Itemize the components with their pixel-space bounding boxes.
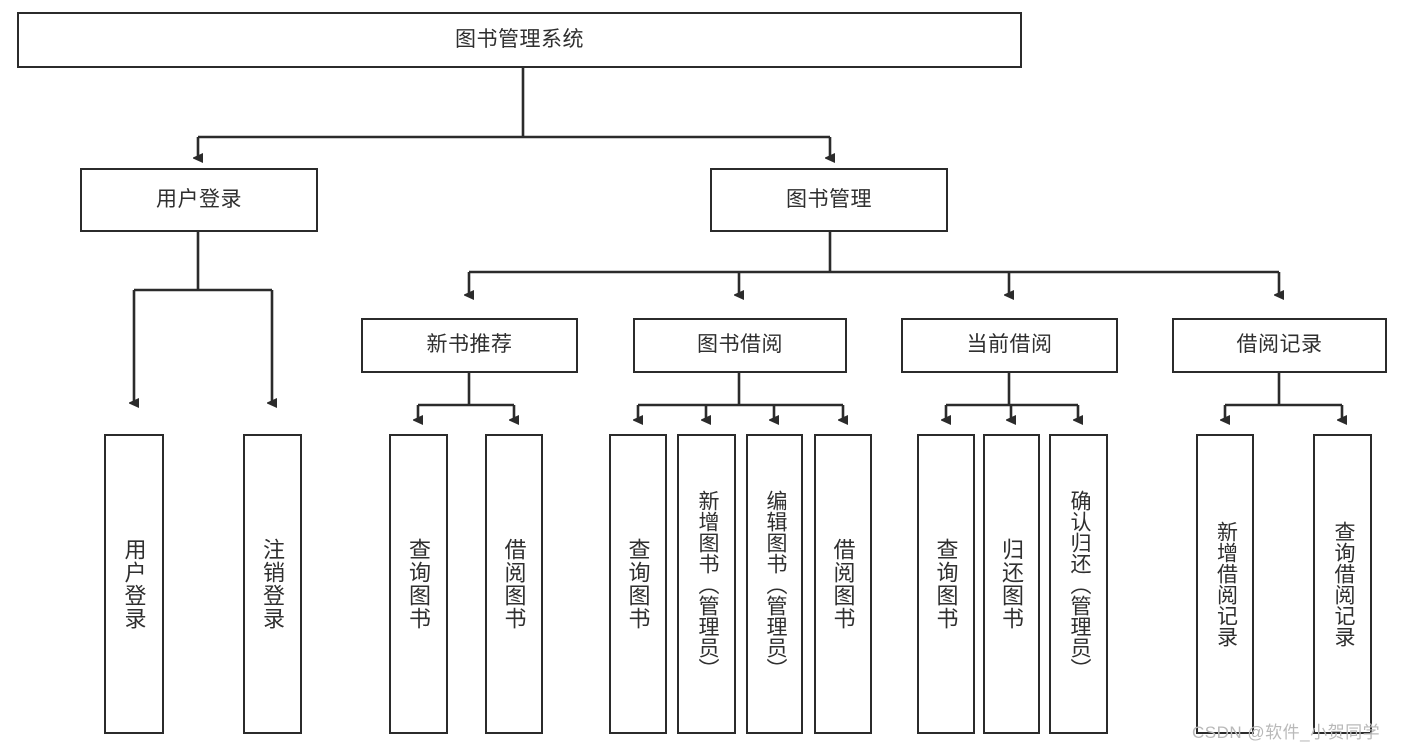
node-label: 用户登录 <box>156 187 242 211</box>
csdn-watermark: CSDN @软件_小贺同学 <box>1192 723 1381 742</box>
node-label: 借阅记录 <box>1236 333 1323 357</box>
leaf-user-login-logout[interactable]: 注销登录 <box>243 434 302 734</box>
node-book-management[interactable]: 图书管理 <box>710 168 948 232</box>
node-label: 新增借阅记录 <box>1214 521 1238 647</box>
node-user-login[interactable]: 用户登录 <box>80 168 318 232</box>
leaf-book-borrow-add-admin[interactable]: 新增图书（管理员） <box>677 434 736 734</box>
node-label: 图书管理系统 <box>455 27 584 51</box>
node-label: 图书管理 <box>786 187 872 211</box>
node-label: 图书借阅 <box>697 333 783 357</box>
leaf-current-borrow-query[interactable]: 查询图书 <box>917 434 975 734</box>
leaf-book-borrow-borrow[interactable]: 借阅图书 <box>814 434 872 734</box>
node-label: 借阅图书 <box>830 538 856 630</box>
node-label: 查询借阅记录 <box>1331 521 1355 647</box>
node-label: 查询图书 <box>625 538 651 630</box>
node-label: 新书推荐 <box>426 333 513 357</box>
node-borrow-record[interactable]: 借阅记录 <box>1172 318 1387 373</box>
node-label: 编辑图书（管理员） <box>763 489 787 679</box>
leaf-new-book-borrow[interactable]: 借阅图书 <box>485 434 543 734</box>
leaf-borrow-record-add[interactable]: 新增借阅记录 <box>1196 434 1254 734</box>
node-label: 新增图书（管理员） <box>695 489 719 679</box>
leaf-new-book-query[interactable]: 查询图书 <box>389 434 448 734</box>
leaf-book-borrow-edit-admin[interactable]: 编辑图书（管理员） <box>746 434 803 734</box>
leaf-borrow-record-query[interactable]: 查询借阅记录 <box>1313 434 1372 734</box>
node-label: 查询图书 <box>406 538 432 630</box>
node-label: 归还图书 <box>999 538 1025 630</box>
leaf-current-borrow-confirm-admin[interactable]: 确认归还（管理员） <box>1049 434 1108 734</box>
leaf-user-login-login[interactable]: 用户登录 <box>104 434 164 734</box>
node-label: 查询图书 <box>933 538 959 630</box>
node-book-borrow[interactable]: 图书借阅 <box>633 318 847 373</box>
node-label: 用户登录 <box>121 538 147 630</box>
node-label: 确认归还（管理员） <box>1067 489 1091 679</box>
node-label: 注销登录 <box>260 538 286 630</box>
node-root-system[interactable]: 图书管理系统 <box>17 12 1022 68</box>
node-current-borrow[interactable]: 当前借阅 <box>901 318 1118 373</box>
node-label: 当前借阅 <box>966 333 1053 357</box>
leaf-book-borrow-query[interactable]: 查询图书 <box>609 434 667 734</box>
node-label: 借阅图书 <box>501 538 527 630</box>
leaf-current-borrow-return[interactable]: 归还图书 <box>983 434 1040 734</box>
node-new-book-recommend[interactable]: 新书推荐 <box>361 318 578 373</box>
